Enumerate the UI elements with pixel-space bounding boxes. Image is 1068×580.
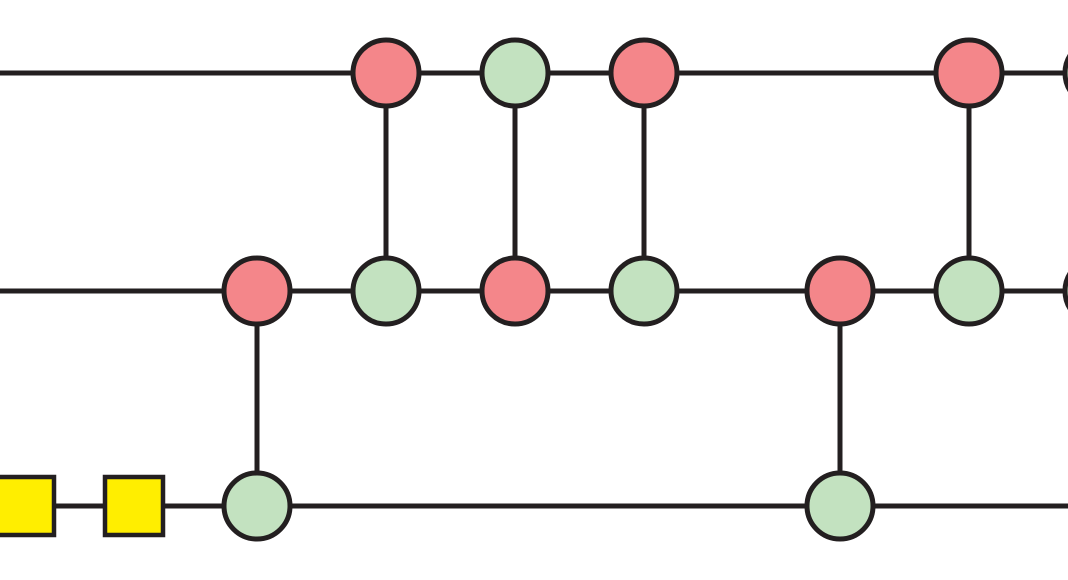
boxes-layer (0, 474, 166, 538)
nodes-layer (221, 37, 1068, 542)
red-spider-node (804, 255, 876, 327)
red-spider-node (608, 37, 680, 109)
green-spider-node (933, 255, 1005, 327)
yellow-box-node (102, 474, 166, 538)
green-spider-node (608, 255, 680, 327)
green-spider-node (804, 470, 876, 542)
red-spider-node (221, 255, 293, 327)
connections-layer (254, 73, 972, 506)
green-spider-node (221, 470, 293, 542)
yellow-box-node (0, 474, 57, 538)
green-spider-node (1062, 54, 1068, 92)
red-spider-node (933, 37, 1005, 109)
green-spider-node (1062, 272, 1068, 310)
red-spider-node (479, 255, 551, 327)
green-spider-node (350, 255, 422, 327)
red-spider-node (350, 37, 422, 109)
green-spider-node (479, 37, 551, 109)
